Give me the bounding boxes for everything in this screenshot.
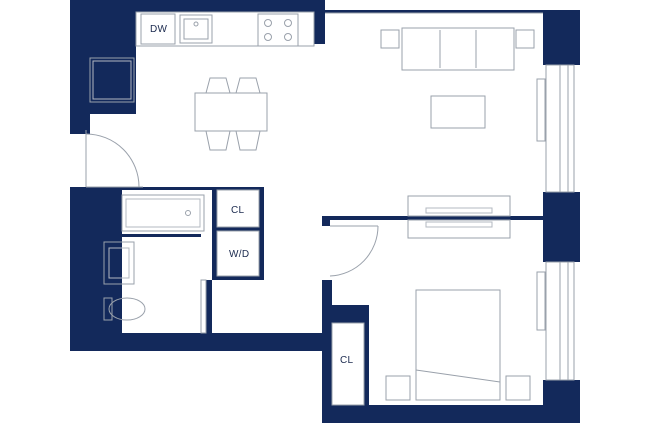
kitchen-counter: [135, 11, 315, 47]
bedroom-window-sill: [536, 271, 546, 331]
dresser-top: [425, 221, 493, 228]
kitchen: DW: [89, 11, 315, 103]
wall-bath-top: [86, 187, 264, 190]
wall-bath-bottom: [70, 333, 326, 351]
walls: [70, 0, 580, 423]
kitchen-sink: [179, 14, 213, 44]
bathroom-vanity: [103, 241, 135, 285]
wall-right-top: [543, 10, 580, 65]
wall-left-stub: [70, 114, 90, 134]
wall-bath-inner: [101, 234, 201, 237]
hall-closet-label: CL: [231, 205, 245, 216]
wall-bedroom-left: [322, 280, 332, 423]
dining-chair: [235, 130, 261, 151]
dishwasher-label: DW: [150, 24, 168, 35]
sink-drain-icon: [193, 21, 199, 27]
burner-icon: [264, 19, 272, 27]
stove: [257, 13, 299, 47]
dining: [194, 77, 268, 151]
toilet-tank: [103, 297, 113, 321]
burner-icon: [284, 33, 292, 41]
wall-stub-closet: [206, 280, 212, 333]
sofa: [401, 27, 515, 71]
nightstand: [505, 375, 531, 401]
closet-door: [200, 279, 207, 334]
bedroom: CL: [331, 219, 575, 406]
wall-bedroom-bottom: [322, 405, 580, 423]
dining-chair: [205, 130, 231, 151]
bedroom-closet: [331, 322, 365, 406]
wall-top-pier: [314, 0, 325, 44]
wall-stub-bedroom-door: [322, 216, 330, 226]
bathtub: [121, 194, 205, 232]
entry-door: [85, 133, 143, 188]
tv: [425, 207, 493, 214]
washer-dryer-closet: [216, 230, 260, 277]
bathroom-sink: [108, 247, 130, 279]
bedroom-closet-label: CL: [340, 355, 354, 366]
bed: [415, 289, 501, 401]
bedroom-door: [329, 225, 379, 277]
side-table: [380, 29, 400, 49]
washer-dryer-label: W/D: [229, 249, 249, 260]
dining-chair: [235, 77, 261, 94]
bathroom: [103, 194, 205, 321]
wall-living-bedroom: [327, 216, 543, 220]
wall-right-top-cap: [543, 10, 580, 18]
wall-bedroom-closet-right: [364, 305, 369, 405]
wall-bath-left: [101, 190, 104, 333]
tv-console: [407, 195, 511, 217]
toilet-bowl: [108, 297, 146, 321]
refrigerator-inner: [92, 60, 132, 100]
hall-closet: [216, 189, 260, 228]
dishwasher: [140, 13, 176, 45]
refrigerator: [89, 57, 135, 103]
dresser: [407, 219, 511, 239]
hall-closets: CL W/D: [200, 189, 260, 334]
wall-top-strip: [136, 0, 325, 12]
wall-bottom-left: [70, 187, 122, 351]
burner-icon: [264, 33, 272, 41]
coffee-table: [430, 95, 486, 129]
wall-bedroom-closet-top: [332, 305, 369, 323]
kitchen-sink-bowl: [183, 18, 209, 40]
tub-drain-icon: [185, 210, 191, 216]
living-room: [380, 27, 575, 217]
dining-table: [194, 92, 268, 132]
wall-right-middle: [543, 192, 580, 262]
wall-bath-right: [212, 187, 217, 280]
dining-chair: [205, 77, 231, 94]
nightstand: [385, 375, 411, 401]
bed-sheet: [415, 369, 501, 383]
wall-wd-bottom: [212, 276, 264, 280]
side-table: [515, 29, 535, 49]
wall-top-right-thin: [325, 10, 543, 13]
bathtub-inner: [125, 198, 201, 228]
wall-cl-mid: [212, 227, 264, 231]
burner-icon: [284, 19, 292, 27]
wall-cl-right: [259, 187, 264, 280]
living-window-sill: [536, 78, 546, 142]
wall-top-left: [70, 0, 136, 114]
wall-right-bottom: [543, 380, 580, 423]
